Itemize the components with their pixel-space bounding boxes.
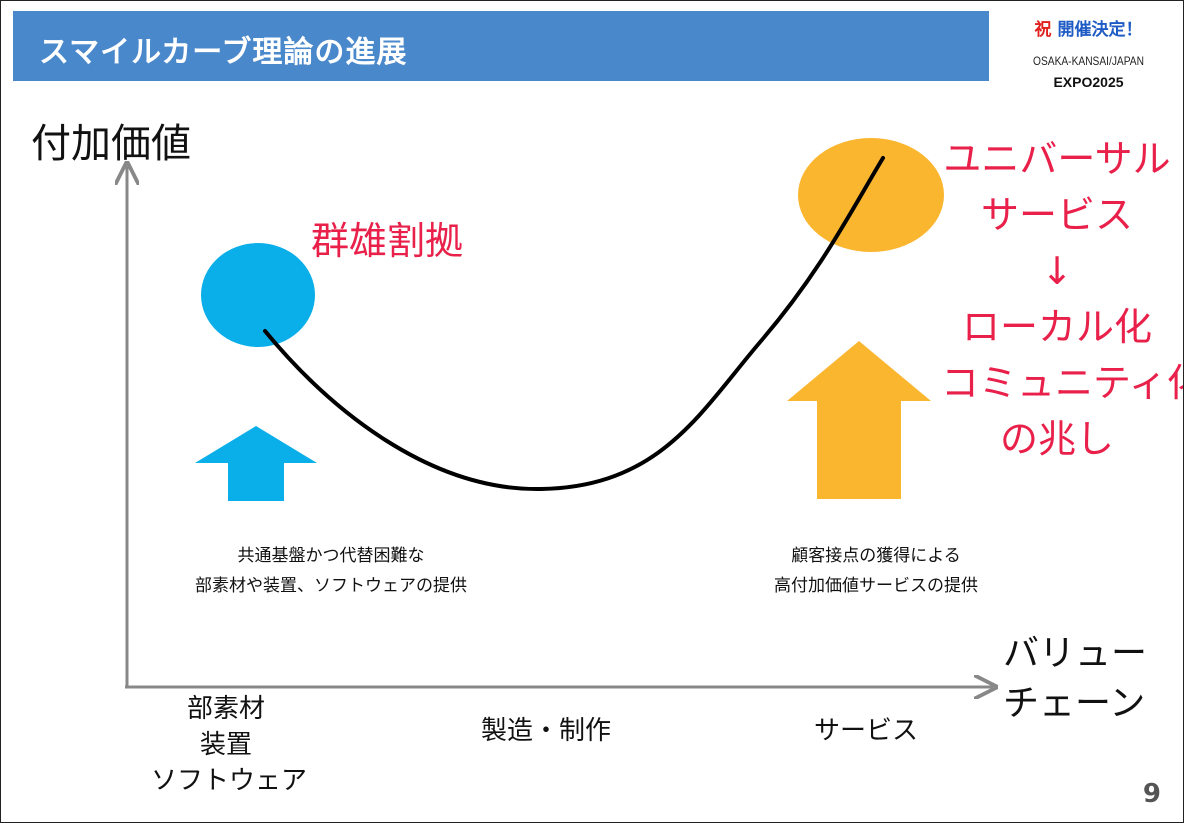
left-description: 共通基盤かつ代替困難な 部素材や装置、ソフトウェアの提供 bbox=[141, 541, 521, 601]
page-number: 9 bbox=[1142, 779, 1161, 809]
slide-title: スマイルカーブ理論の進展 bbox=[39, 35, 408, 70]
left-heading: 群雄割拠 bbox=[311, 219, 464, 263]
right-description: 顧客接点の獲得による 高付加価値サービスの提供 bbox=[721, 541, 1031, 601]
right-description-line-1: 顧客接点の獲得による bbox=[791, 546, 961, 566]
right-heading-line-3: ↓ bbox=[1041, 249, 1073, 293]
x-axis-label-line-2: チェーン bbox=[1003, 683, 1146, 724]
category-manufacturing: 製造・制作 bbox=[480, 716, 611, 746]
right-value-ellipse bbox=[798, 138, 944, 252]
expo-location: OSAKA-KANSAI/JAPAN bbox=[1033, 54, 1144, 68]
expo-celebrate: 祝 bbox=[1034, 20, 1052, 40]
smile-curve bbox=[263, 156, 885, 492]
right-heading-line-5: コミュニティ化 bbox=[941, 361, 1184, 405]
category-materials-line-1: 部素材 bbox=[186, 694, 265, 724]
category-service: サービス bbox=[813, 716, 918, 746]
category-materials: 部素材 装置 ソフトウェア bbox=[151, 691, 308, 799]
y-axis-label: 付加価値 bbox=[31, 121, 191, 167]
right-heading-line-1: ユニバーサル bbox=[943, 137, 1171, 181]
category-materials-line-2: 装置 bbox=[199, 730, 252, 760]
right-description-line-2: 高付加価値サービスの提供 bbox=[774, 576, 978, 596]
right-heading-line-6: の兆し bbox=[999, 417, 1114, 461]
category-materials-line-3: ソフトウェア bbox=[151, 766, 308, 796]
right-heading: ユニバーサル サービス ↓ ローカル化 コミュニティ化 の兆し bbox=[941, 131, 1184, 467]
x-axis-label-line-1: バリュー bbox=[1003, 633, 1148, 674]
expo-announcement: 祝 開催決定！ bbox=[996, 15, 1181, 40]
left-description-line-1: 共通基盤かつ代替困難な bbox=[237, 546, 425, 566]
right-heading-line-2: サービス bbox=[980, 193, 1133, 237]
right-heading-line-4: ローカル化 bbox=[961, 305, 1152, 349]
title-bar: スマイルカーブ理論の進展 bbox=[13, 11, 989, 81]
expo-decided: 開催決定！ bbox=[1057, 20, 1143, 40]
left-value-circle bbox=[201, 243, 315, 347]
expo-name: EXPO2025 bbox=[1053, 74, 1124, 90]
left-description-line-2: 部素材や装置、ソフトウェアの提供 bbox=[195, 576, 467, 596]
expo-badge: 祝 開催決定！ OSAKA-KANSAI/JAPAN EXPO2025 bbox=[996, 15, 1181, 90]
right-up-arrow bbox=[787, 341, 931, 499]
left-up-arrow bbox=[195, 426, 317, 501]
x-axis-label: バリュー チェーン bbox=[1003, 629, 1147, 729]
